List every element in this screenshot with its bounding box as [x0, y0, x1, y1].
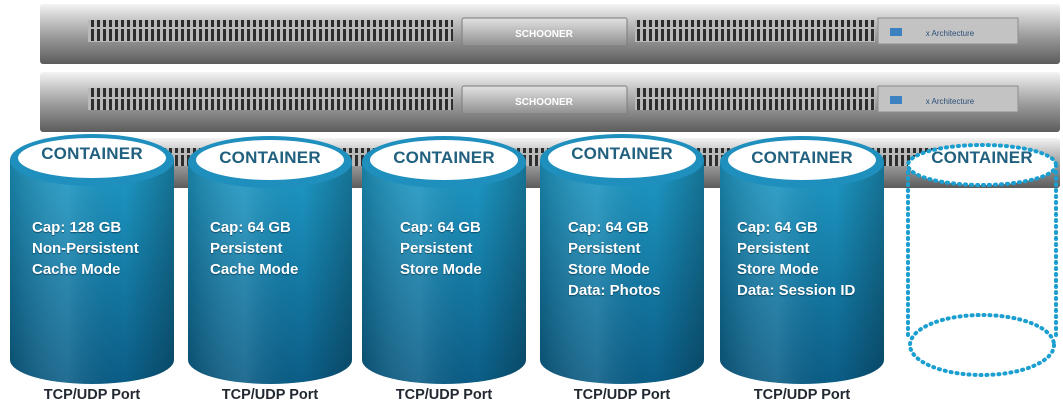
server-unit-top — [40, 4, 1060, 64]
persistence-label: Persistent — [210, 240, 283, 257]
data-label: Data: Photos — [568, 282, 661, 299]
capacity-label: Cap: 128 GB — [32, 219, 122, 236]
server-unit-bottom — [40, 72, 1060, 132]
persistence-label: Persistent — [400, 240, 473, 257]
capacity-label: Cap: 64 GB — [400, 219, 481, 236]
server-badge: SCHOONER — [515, 29, 574, 40]
container-cylinder — [540, 134, 704, 384]
container-details: Cap: 128 GB Non-Persistent Cache Mode — [32, 217, 139, 280]
container-cylinder — [362, 136, 526, 384]
persistence-label: Persistent — [568, 240, 641, 257]
container-details: Cap: 64 GB Persistent Store Mode — [400, 217, 482, 280]
capacity-label: Cap: 64 GB — [210, 219, 291, 236]
container-title: CONTAINER — [571, 144, 673, 163]
port-label: TCP/UDP Port — [753, 387, 851, 403]
mode-label: Store Mode — [400, 261, 482, 278]
capacity-label: Cap: 64 GB — [737, 219, 818, 236]
container-title: CONTAINER — [219, 148, 321, 167]
container-cylinder — [188, 136, 352, 384]
vendor-label: x Architecture — [926, 97, 975, 106]
port-label: TCP/UDP Port — [43, 387, 141, 403]
port-label: TCP/UDP Port — [395, 387, 493, 403]
container-title: CONTAINER — [41, 144, 143, 163]
container-details: Cap: 64 GB Persistent Cache Mode — [210, 217, 298, 280]
persistence-label: Non-Persistent — [32, 240, 139, 257]
port-label: TCP/UDP Port — [573, 387, 671, 403]
mode-label: Store Mode — [737, 261, 819, 278]
mode-label: Store Mode — [568, 261, 650, 278]
server-badge: SCHOONER — [515, 97, 574, 108]
data-label: Data: Session ID — [737, 282, 856, 299]
container-details: Cap: 64 GB Persistent Store Mode Data: S… — [737, 217, 855, 301]
mode-label: Cache Mode — [32, 261, 121, 278]
container-details: Cap: 64 GB Persistent Store Mode Data: P… — [568, 217, 661, 301]
container-title: CONTAINER — [393, 148, 495, 167]
capacity-label: Cap: 64 GB — [568, 219, 649, 236]
vendor-label: x Architecture — [926, 29, 975, 38]
placeholder-title: CONTAINER — [931, 148, 1033, 167]
container-cylinder — [720, 136, 884, 384]
persistence-label: Persistent — [737, 240, 810, 257]
placeholder-container — [906, 143, 1058, 377]
container-cylinder — [10, 134, 174, 384]
port-label: TCP/UDP Port — [221, 387, 319, 403]
mode-label: Cache Mode — [210, 261, 299, 278]
container-title: CONTAINER — [751, 148, 853, 167]
